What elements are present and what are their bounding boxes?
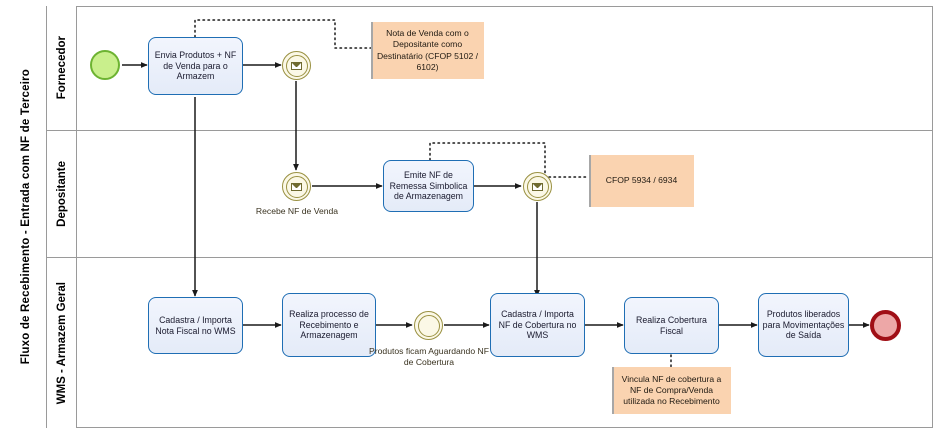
lane-depositante: Depositante — [47, 131, 933, 258]
message-event-inner — [526, 175, 549, 198]
task-realiza-cobertura-fiscal-label: Realiza Cobertura Fiscal — [636, 314, 707, 336]
task-realiza-recebimento[interactable]: Realiza processo de Recebimento e Armaze… — [282, 293, 376, 357]
task-cadastra-nf-cobertura[interactable]: Cadastra / Importa NF de Cobertura no WM… — [490, 293, 585, 357]
note-nota-venda-label: Nota de Venda com o Depositante como Des… — [376, 28, 479, 72]
task-envia-produtos[interactable]: Envia Produtos + NF de Venda para o Arma… — [148, 37, 243, 95]
task-produtos-liberados[interactable]: Produtos liberados para Movimentações de… — [758, 293, 849, 357]
intermediate-event-aguardando[interactable] — [414, 311, 443, 340]
lane-label-depositante: Depositante — [47, 131, 77, 257]
lane-label-fornecedor: Fornecedor — [47, 6, 77, 130]
task-realiza-cobertura-fiscal[interactable]: Realiza Cobertura Fiscal — [624, 297, 719, 354]
lane-label-fornecedor-text: Fornecedor — [55, 36, 68, 100]
message-event-inner — [285, 54, 308, 77]
task-envia-produtos-label: Envia Produtos + NF de Venda para o Arma… — [154, 49, 237, 82]
message-event-remessa[interactable] — [523, 172, 552, 201]
note-cfop-remessa: CFOP 5934 / 6934 — [589, 155, 694, 207]
pool-title-text: Fluxo de Recebimento - Entrada com NF de… — [19, 69, 32, 365]
message-event-inner — [285, 175, 308, 198]
task-cadastra-nota-fiscal-label: Cadastra / Importa Nota Fiscal no WMS — [155, 314, 236, 336]
intermediate-event-aguardando-label: Produtos ficam Aguardando NF de Cobertur… — [369, 346, 489, 367]
envelope-icon — [532, 182, 543, 191]
note-cfop-remessa-label: CFOP 5934 / 6934 — [605, 175, 678, 186]
task-emite-nf-remessa[interactable]: Emite NF de Remessa Simbolica de Armazen… — [383, 160, 474, 212]
start-event[interactable] — [90, 50, 120, 80]
lane-wms: WMS - Armazem Geral — [47, 258, 933, 428]
note-vincula-nf-label: Vincula NF de cobertura a NF de Compra/V… — [621, 373, 722, 407]
envelope-icon — [291, 182, 302, 191]
note-nota-venda: Nota de Venda com o Depositante como Des… — [371, 22, 484, 79]
message-event-recebe[interactable] — [282, 172, 311, 201]
lane-label-wms-text: WMS - Armazem Geral — [55, 281, 68, 405]
message-event-recebe-label: Recebe NF de Venda — [255, 206, 339, 216]
lane-fornecedor: Fornecedor — [47, 6, 933, 131]
task-cadastra-nf-cobertura-label: Cadastra / Importa NF de Cobertura no WM… — [498, 308, 577, 341]
envelope-icon — [291, 61, 302, 70]
end-event[interactable] — [870, 310, 901, 341]
message-event-envia[interactable] — [282, 51, 311, 80]
task-emite-nf-remessa-label: Emite NF de Remessa Simbolica de Armazen… — [389, 169, 468, 202]
intermediate-event-inner — [417, 314, 440, 337]
note-vincula-nf: Vincula NF de cobertura a NF de Compra/V… — [612, 367, 731, 414]
task-cadastra-nota-fiscal[interactable]: Cadastra / Importa Nota Fiscal no WMS — [148, 297, 243, 354]
task-realiza-recebimento-label: Realiza processo de Recebimento e Armaze… — [289, 308, 369, 341]
lane-label-wms: WMS - Armazem Geral — [47, 258, 77, 428]
task-produtos-liberados-label: Produtos liberados para Movimentações de… — [762, 308, 845, 341]
pool-title: Fluxo de Recebimento - Entrada com NF de… — [5, 6, 47, 428]
lane-label-depositante-text: Depositante — [55, 161, 68, 227]
